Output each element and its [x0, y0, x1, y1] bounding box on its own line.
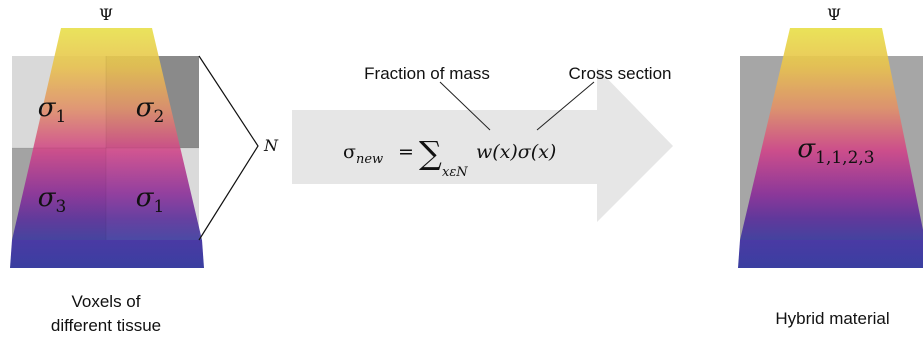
- psi-label-right: Ψ: [827, 5, 841, 24]
- process-arrow: [292, 68, 673, 222]
- voxel-label-2: σ2: [136, 93, 165, 127]
- formula-lhs: σnew: [343, 141, 383, 167]
- caption-hybrid: Hybrid material: [742, 307, 923, 331]
- formula-equals: =: [398, 141, 414, 163]
- beam-base-right: [738, 240, 923, 268]
- caption-voxels-line2: different tissue: [50, 316, 162, 335]
- beam-trapezoid-right: [740, 28, 923, 240]
- n-bracket: [198, 55, 259, 241]
- voxel-label-4: σ1: [136, 183, 165, 217]
- caption-voxels: Voxels of different tissue: [10, 290, 202, 338]
- voxel-label-3: σ3: [38, 183, 67, 217]
- voxel-label-1: σ1: [38, 93, 67, 127]
- sum-index: xεN: [442, 165, 468, 180]
- left-panel: Ψ σ1 σ2 σ3 σ1 N: [10, 5, 279, 268]
- caption-hybrid-text: Hybrid material: [775, 309, 890, 328]
- hybrid-material-label: σ1,1,2,3: [797, 134, 874, 168]
- annotation-cross: Cross section: [569, 64, 672, 83]
- formula-arrow-group: Fraction of mass Cross section σnew = ∑ …: [292, 64, 673, 222]
- mass-leader-line: [439, 81, 491, 131]
- sum-symbol: ∑: [419, 134, 442, 172]
- psi-label-left: Ψ: [99, 5, 113, 24]
- caption-voxels-line1: Voxels of: [71, 292, 141, 311]
- right-panel: Ψ σ1,1,2,3: [738, 5, 923, 268]
- cross-leader-line: [536, 81, 595, 131]
- beam-trapezoid-left: [12, 28, 202, 240]
- n-label: N: [263, 136, 279, 155]
- annotation-mass: Fraction of mass: [364, 64, 490, 83]
- beam-base-left: [10, 240, 204, 268]
- formula-term: w(x)σ(x): [476, 141, 556, 163]
